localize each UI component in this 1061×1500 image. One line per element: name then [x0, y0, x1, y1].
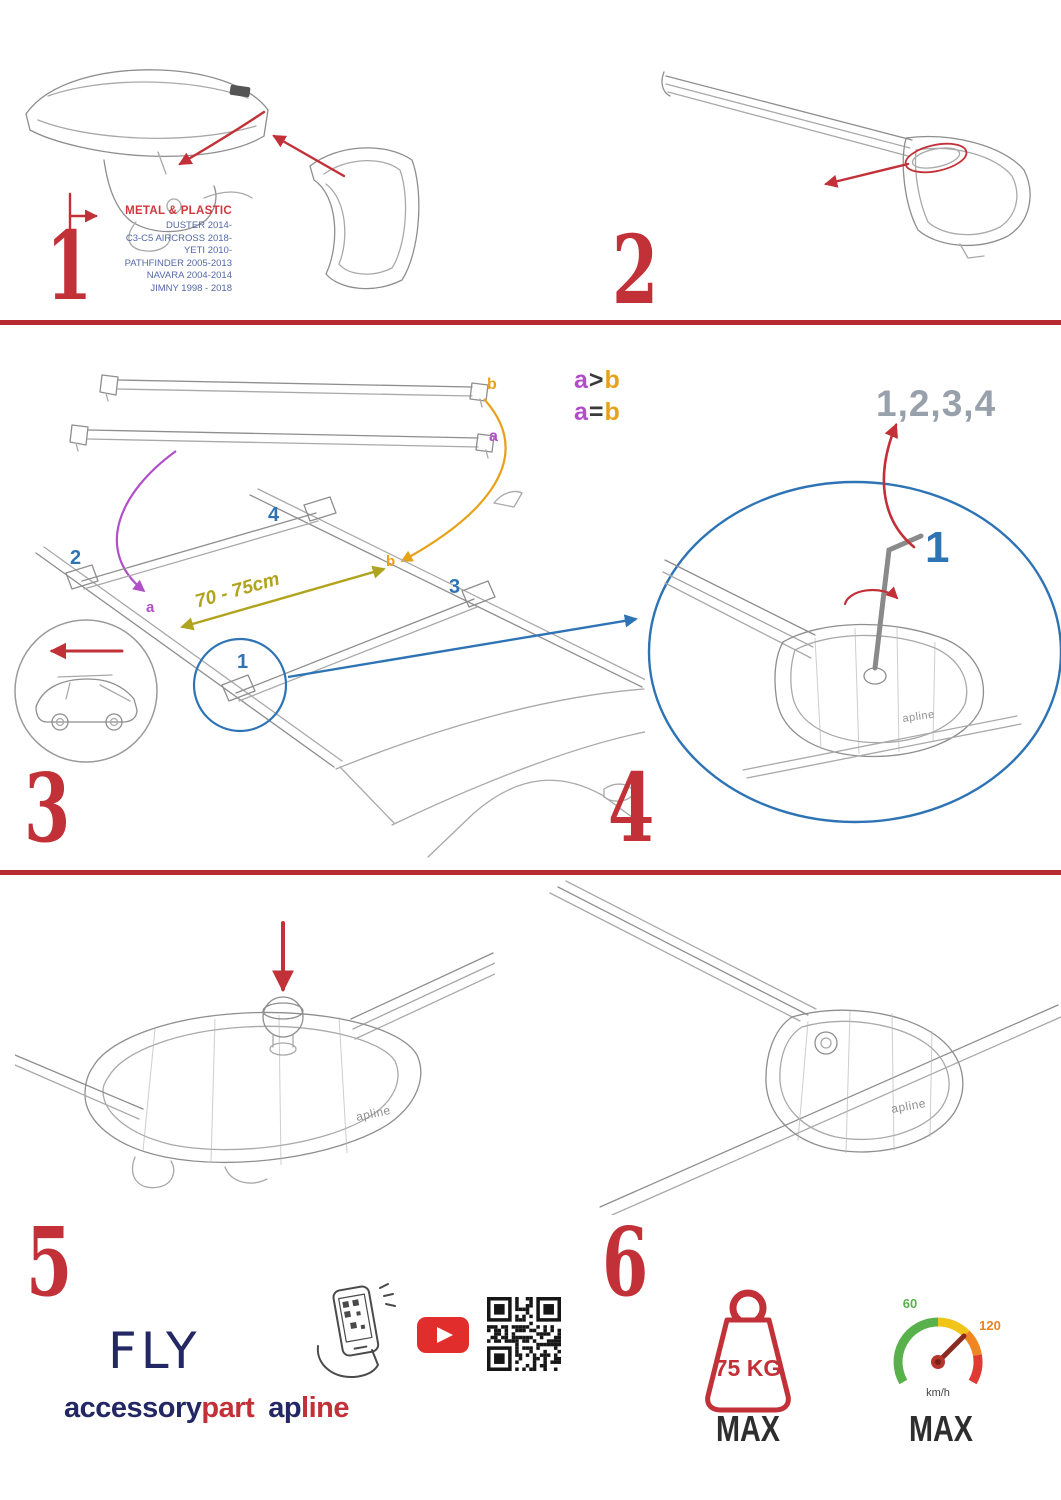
brand-accessory: accessory	[64, 1392, 202, 1424]
speed-unit-label: km/h	[926, 1387, 950, 1399]
weight-limit-icon: 75 KG	[705, 1289, 791, 1413]
assembly-arrows	[68, 110, 346, 240]
brand-part: part	[201, 1392, 255, 1424]
foot-pad-sketch: apline	[765, 1009, 964, 1154]
legend2-b: b	[604, 398, 621, 426]
front-clamp-callout	[192, 614, 638, 733]
end-foot-sketch	[902, 135, 1031, 259]
weight-max-label: MAX	[716, 1408, 780, 1449]
legend2-op: =	[588, 398, 605, 426]
bar-sketch	[350, 952, 495, 1040]
legend1-a: a	[574, 366, 589, 394]
dim-label-a: a	[146, 599, 155, 616]
bar-sketch	[661, 71, 913, 157]
step-number-2: 2	[612, 215, 658, 326]
legend-a-gt-b: a>b	[574, 366, 621, 395]
brand-ap: ap	[268, 1392, 302, 1424]
position-label-2: 2	[70, 547, 82, 569]
material-title: METAL & PLASTIC	[125, 205, 232, 217]
car-roof-sketch	[35, 488, 645, 858]
step-number-6: 6	[602, 1207, 648, 1318]
dim-label-b: b	[386, 553, 396, 570]
brand-line: line	[301, 1392, 350, 1424]
adjust-knob-sketch	[262, 996, 304, 1056]
mounted-foot-drawing: apline	[549, 880, 1061, 1215]
weight-limit-value: 75 KG	[715, 1355, 781, 1381]
scan-phone-icon	[316, 1283, 396, 1379]
bar-into-foot-sketch	[662, 559, 816, 659]
speed-max-label: MAX	[909, 1408, 973, 1449]
model-item: NAVARA 2004-2014	[146, 270, 232, 282]
apline-logo-text: apline	[355, 1103, 392, 1124]
legend-a-eq-b: a=b	[574, 398, 621, 427]
speedometer-icon: 60 120 km/h	[893, 1296, 1001, 1399]
model-item: C3-C5 AIRCROSS 2018-	[125, 232, 232, 244]
sequence-arrow	[882, 423, 916, 549]
model-item: JIMNY 1998 - 2018	[150, 282, 232, 294]
knob-adjust-drawing: apline	[15, 921, 495, 1189]
hex-key-sketch	[843, 533, 924, 671]
section-divider-bottom	[0, 870, 1061, 875]
model-item: YETI 2010-	[183, 245, 232, 257]
bar-sketch	[549, 880, 817, 1022]
crossbar-a-sketch	[69, 424, 495, 459]
foot-body-sketch	[25, 69, 269, 175]
foot-assembly-drawing	[25, 69, 420, 290]
position-callout-1: 1	[925, 523, 950, 572]
pad-highlight-arrows	[824, 142, 968, 188]
rail-sketch	[599, 1004, 1061, 1215]
foot-pad-sketch: apline	[742, 623, 1022, 779]
foot-pad-sketch: apline	[15, 1011, 422, 1189]
youtube-icon	[417, 1317, 469, 1353]
product-name-fly: FLY	[108, 1322, 201, 1380]
bar-label-a: a	[489, 428, 498, 445]
vehicle-info-block: METAL & PLASTIC DUSTER 2014-C3-C5 AIRCRO…	[60, 205, 232, 295]
section-divider-top	[0, 320, 1061, 325]
model-item: PATHFINDER 2005-2013	[124, 257, 232, 269]
model-item: DUSTER 2014-	[166, 220, 232, 231]
position-label-3: 3	[449, 576, 461, 598]
position-label-1: 1	[237, 651, 249, 673]
qr-code	[487, 1297, 561, 1371]
clamp-bracket-sketch	[103, 159, 253, 252]
legend1-b: b	[604, 366, 621, 394]
vehicle-model-list: DUSTER 2014-C3-C5 AIRCROSS 2018-YETI 201…	[60, 220, 232, 295]
roof-mounting-drawing	[14, 374, 645, 858]
distance-dimension-arrow	[180, 565, 386, 631]
speed-tick-60: 60	[903, 1296, 917, 1311]
apline-logo-text: apline	[890, 1096, 927, 1116]
tighten-sequence-label: 1,2,3,4	[876, 383, 997, 424]
apline-logo-text: apline	[902, 709, 936, 725]
crossbar-b-sketch	[99, 374, 489, 408]
step-number-3: 3	[24, 753, 70, 864]
cover-piece-sketch	[309, 147, 420, 290]
bar-label-b: b	[487, 376, 497, 393]
step-number-5: 5	[26, 1207, 72, 1318]
step-number-1: 1	[46, 211, 92, 322]
position-label-4: 4	[268, 504, 280, 526]
legend1-op: >	[588, 366, 605, 394]
car-direction-inset	[14, 619, 158, 763]
step-number-4: 4	[608, 753, 654, 864]
bar-end-drawing	[661, 71, 1031, 259]
detail-circle	[647, 480, 1061, 824]
tightening-detail-drawing: apline	[647, 480, 1061, 824]
speed-tick-120: 120	[979, 1318, 1001, 1333]
legend2-a: a	[574, 398, 589, 426]
